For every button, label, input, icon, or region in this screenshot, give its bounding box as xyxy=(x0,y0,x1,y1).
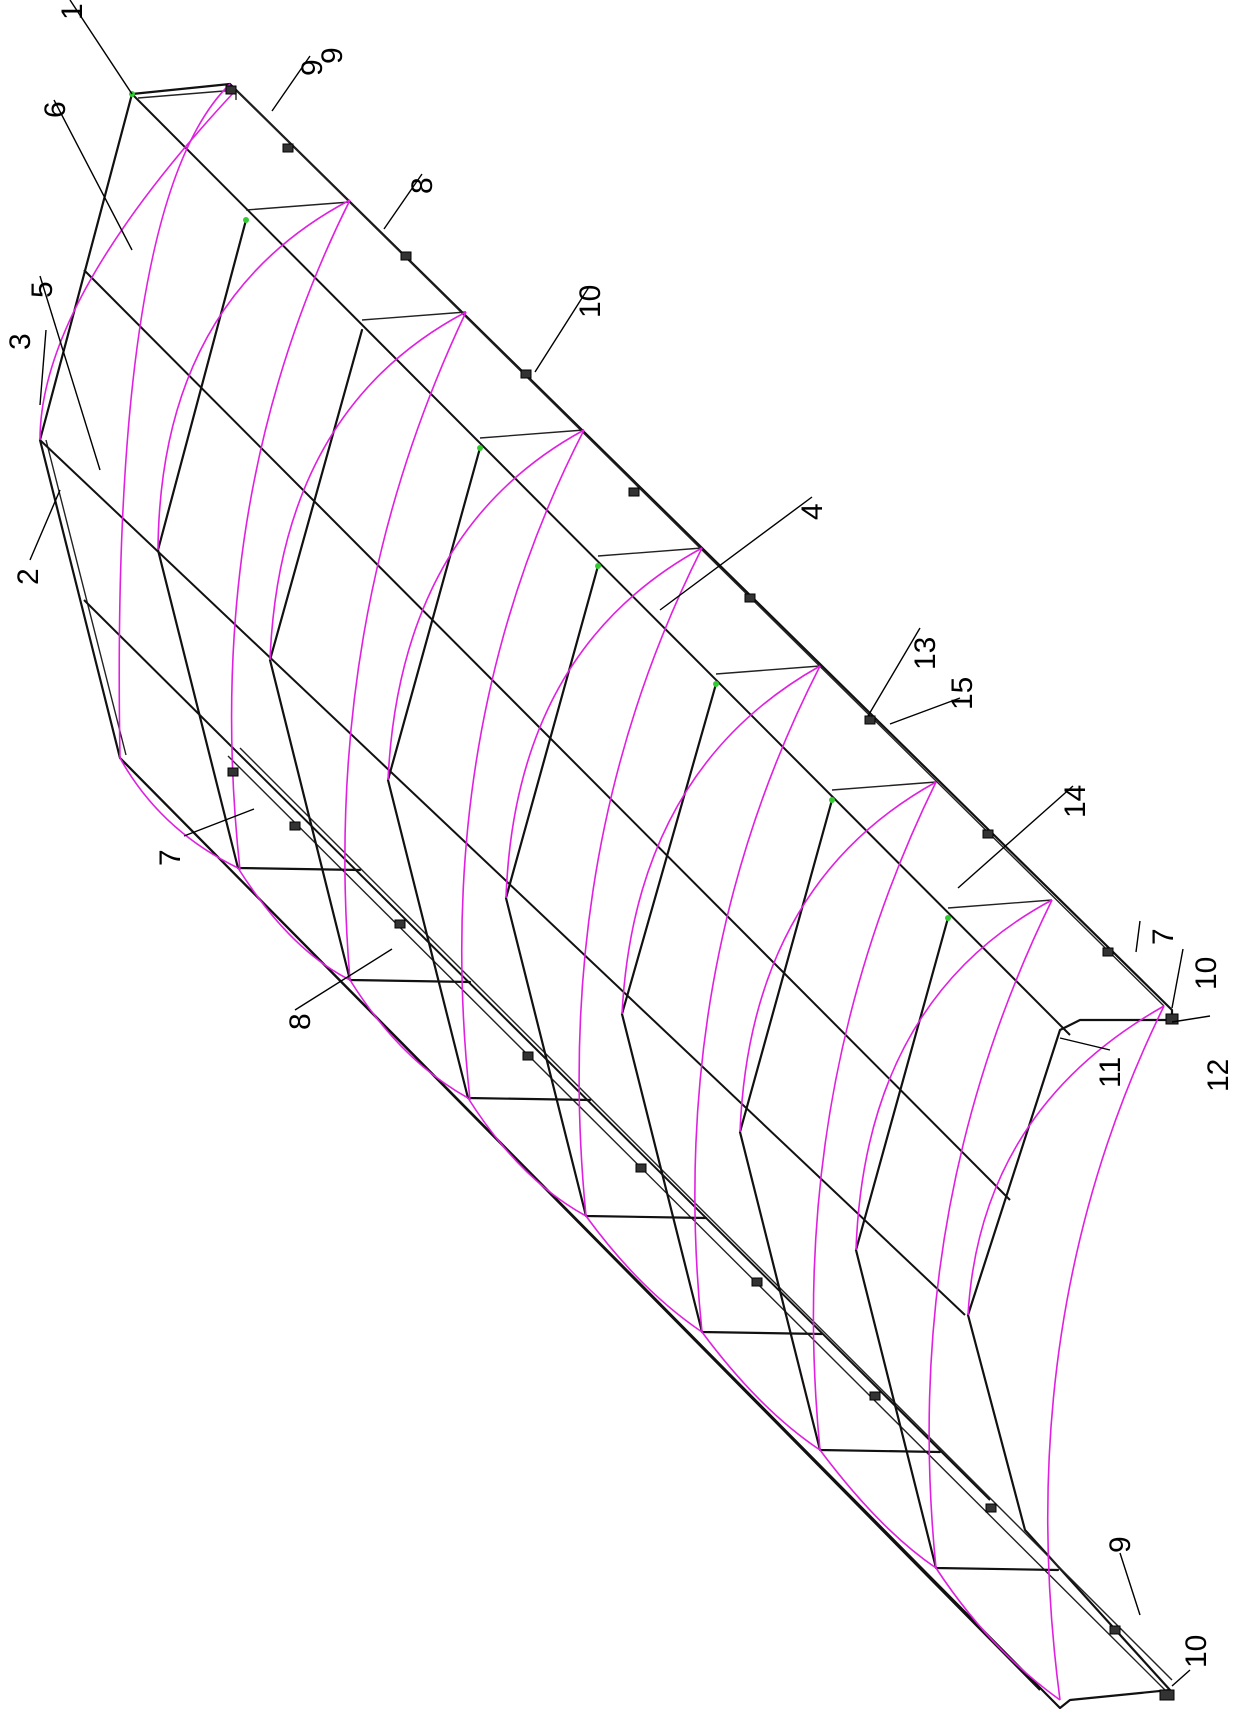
callout-9-top-2: 9 xyxy=(296,59,329,76)
callout-9-top: 9 xyxy=(316,47,349,64)
leader-lines xyxy=(29,0,1211,1687)
frame-outline xyxy=(38,82,1174,1709)
callout-12: 12 xyxy=(1202,1059,1235,1092)
callout-5: 5 xyxy=(26,281,59,298)
callout-13: 13 xyxy=(909,637,942,670)
callout-10-top: 10 xyxy=(574,285,607,318)
callout-2: 2 xyxy=(12,568,45,585)
callout-10-right: 10 xyxy=(1190,957,1223,990)
callout-8-top: 8 xyxy=(406,177,439,194)
callout-3: 3 xyxy=(4,333,37,350)
callout-4: 4 xyxy=(796,503,829,520)
callout-14: 14 xyxy=(1059,785,1092,818)
joints xyxy=(129,85,1179,1701)
callout-1: 1 xyxy=(56,3,89,20)
callout-10-bottom: 10 xyxy=(1180,1635,1213,1668)
callout-9-bottom: 9 xyxy=(1104,1536,1137,1553)
purlins xyxy=(39,93,1173,1691)
callout-7-right: 7 xyxy=(1147,928,1180,945)
callout-6: 6 xyxy=(39,101,72,118)
callout-7-left: 7 xyxy=(154,849,187,866)
arch-arcs xyxy=(39,83,1165,1701)
callout-15: 15 xyxy=(946,677,979,710)
callout-8-left: 8 xyxy=(284,1013,317,1030)
ribs xyxy=(156,201,1060,1572)
callouts: 1 6 5 3 2 4 9 9 8 10 13 15 14 7 10 11 12… xyxy=(4,3,1235,1668)
callout-11: 11 xyxy=(1094,1057,1127,1088)
